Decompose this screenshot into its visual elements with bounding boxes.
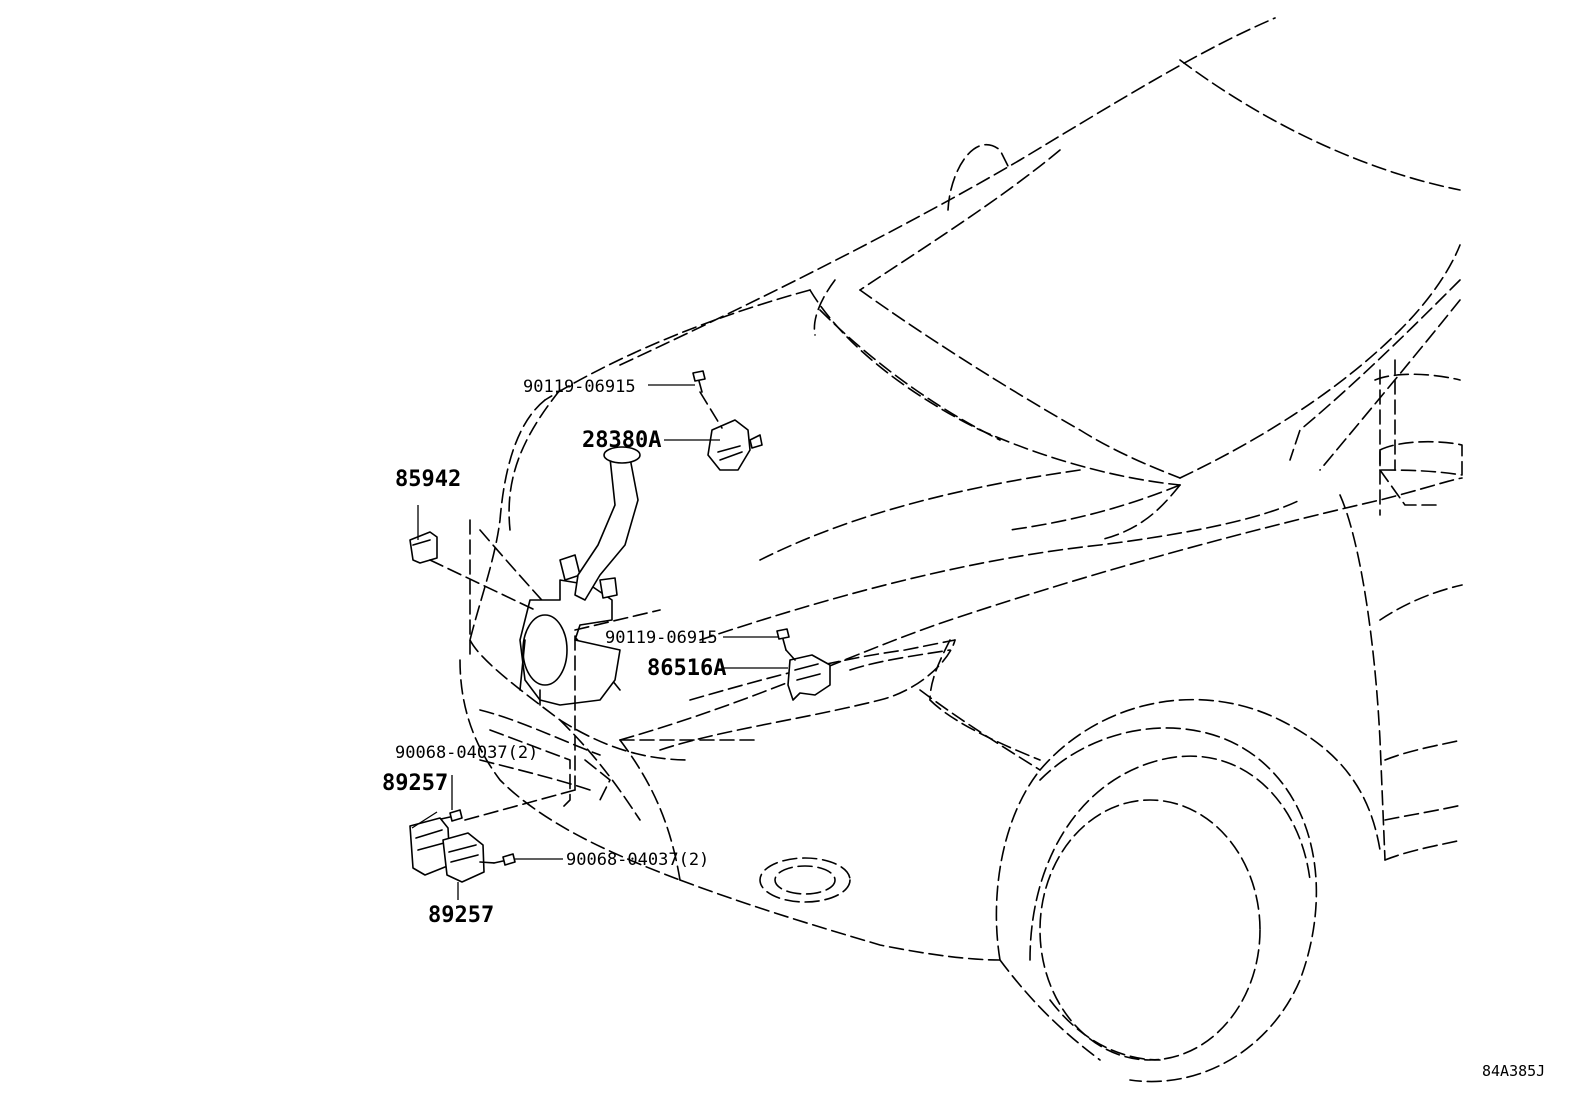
label-bolt-upper: 90119-06915 — [523, 377, 636, 397]
label-clip-85942: 85942 — [395, 467, 461, 492]
clip-85942 — [409, 531, 438, 564]
label-sensor-28380a: 28380A — [582, 428, 661, 453]
bolt-upper-icon — [692, 370, 706, 393]
sensor-86516a — [787, 654, 831, 701]
leader-lines — [411, 384, 796, 900]
label-module-89257-upper: 89257 — [382, 771, 448, 796]
screw-right-icon — [493, 853, 516, 866]
washer-hose — [574, 446, 641, 601]
label-screw-left: 90068-04037(2) — [395, 743, 538, 763]
label-module-89257-lower: 89257 — [428, 903, 494, 928]
label-bolt-mid: 90119-06915 — [605, 628, 718, 648]
module-89257-lower — [442, 832, 485, 883]
label-sensor-86516a: 86516A — [647, 656, 726, 681]
label-screw-right: 90068-04037(2) — [566, 850, 709, 870]
screw-left-icon — [440, 809, 463, 822]
bolt-mid-icon — [776, 628, 790, 651]
diagram-reference: 84A385J — [1482, 1062, 1545, 1080]
sensor-28380a — [707, 419, 763, 471]
vehicle-outline — [459, 17, 1463, 1083]
horn-assembly — [519, 554, 621, 706]
